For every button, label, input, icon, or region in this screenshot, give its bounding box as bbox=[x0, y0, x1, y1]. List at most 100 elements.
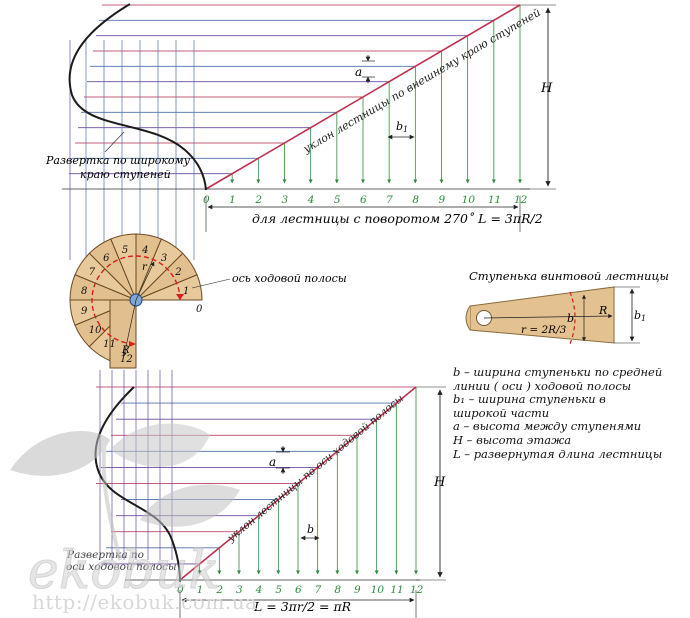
plan-step-number: 6 bbox=[103, 253, 110, 264]
bottom-step-number: 12 bbox=[410, 584, 424, 596]
bottom-step-number: 1 bbox=[197, 584, 204, 596]
legend-line: b – ширина ступеньки по средней bbox=[453, 365, 663, 379]
top-a-marker: a bbox=[355, 55, 375, 83]
top-step-number: 7 bbox=[386, 194, 393, 206]
radius-R-label: R bbox=[121, 345, 130, 356]
legend-line: линии ( оси ) ходовой полосы bbox=[453, 378, 632, 393]
bottom-a-marker: a bbox=[269, 446, 290, 474]
axis-arrow-icon bbox=[176, 294, 184, 300]
svg-text:b1: b1 bbox=[634, 309, 646, 323]
bottom-step-number: 11 bbox=[390, 584, 403, 596]
plan-step-number: 4 bbox=[141, 245, 148, 256]
radius-R-arrow bbox=[122, 299, 137, 357]
legend-line: широкой части bbox=[453, 405, 550, 420]
bottom-step-number: 3 bbox=[236, 584, 243, 596]
step-detail-drawing bbox=[465, 286, 640, 345]
top-step-number: 11 bbox=[488, 194, 501, 206]
bottom-step-number: 4 bbox=[255, 584, 263, 596]
bottom-h-label: H bbox=[433, 475, 446, 490]
legend-line: H – высота этажа bbox=[453, 432, 572, 447]
top-length-formula: для лестницы с поворотом 270˚ L = 3πR/2 bbox=[252, 211, 543, 226]
stair-landing bbox=[109, 299, 137, 369]
top-step-number: 9 bbox=[439, 194, 446, 206]
step-b-label: b bbox=[567, 312, 574, 325]
leaf-icon bbox=[10, 431, 110, 476]
top-step-number: 2 bbox=[254, 194, 262, 206]
bottom-a-label: a bbox=[269, 455, 276, 469]
watermark-brand: ekobuk bbox=[28, 541, 220, 601]
bottom-slope-label: уклон лестницы по оси ходовой полосы bbox=[225, 392, 406, 545]
legend-line: L – развернутая длина лестницы bbox=[453, 446, 663, 461]
bottom-step-number: 0 bbox=[177, 584, 184, 596]
top-b1-sub: 1 bbox=[403, 125, 408, 134]
bottom-step-number: 8 bbox=[334, 584, 341, 596]
step-R-label: R bbox=[598, 304, 607, 317]
top-step-number: 6 bbox=[360, 194, 367, 206]
bottom-step-number: 5 bbox=[275, 584, 282, 596]
legend: b – ширина ступеньки по средней линии ( … bbox=[453, 365, 683, 461]
bottom-step-number: 9 bbox=[354, 584, 361, 596]
top-h-label: H bbox=[540, 81, 553, 96]
plan-step-number: 3 bbox=[161, 253, 167, 264]
plan-step-number: 12 bbox=[120, 354, 133, 365]
leaf-icon bbox=[110, 423, 210, 467]
radius-r-label: r bbox=[142, 262, 148, 273]
bottom-b-label: b bbox=[307, 523, 314, 536]
bottom-step-number: 10 bbox=[371, 584, 385, 596]
plan-step-number: 2 bbox=[174, 267, 181, 278]
svg-text:b1: b1 bbox=[396, 120, 408, 134]
top-slope-label: уклон лестницы по внешнему краю ступеней bbox=[300, 6, 543, 156]
axis-arrow-icon bbox=[129, 341, 136, 347]
plan-step-number: 0 bbox=[196, 304, 203, 315]
radius-r-arrow bbox=[135, 261, 155, 301]
bottom-development-curve bbox=[94, 386, 181, 583]
bottom-step-number: 7 bbox=[315, 584, 322, 596]
top-step-number: 8 bbox=[412, 194, 419, 206]
plan-axis-label: ось ходовой полосы bbox=[232, 272, 347, 285]
step-r-formula: r = 2R/3 bbox=[521, 324, 567, 336]
plan-step-number: 1 bbox=[183, 286, 189, 297]
top-step-number: 5 bbox=[334, 194, 341, 206]
leaf-icon bbox=[140, 484, 240, 527]
top-step-number: 12 bbox=[514, 194, 528, 206]
top-step-number: 1 bbox=[229, 194, 236, 206]
plan-step-number: 9 bbox=[81, 306, 88, 317]
legend-line: a – высота между ступенями bbox=[453, 419, 642, 434]
top-development-grid bbox=[69, 4, 522, 260]
top-step-number: 0 bbox=[203, 194, 210, 206]
step-detail-title: Ступенька винтовой лестницы bbox=[469, 269, 669, 283]
bottom-dev-label-line2: оси ходовой полосы bbox=[66, 561, 177, 573]
bottom-step-number: 6 bbox=[295, 584, 302, 596]
bottom-length-formula: L = 3πr/2 = πR bbox=[253, 599, 351, 614]
bottom-b-marker: b bbox=[300, 523, 320, 541]
top-step-number: 10 bbox=[462, 194, 476, 206]
top-b1-label: b bbox=[396, 120, 403, 133]
plan-step-number: 8 bbox=[81, 286, 87, 297]
top-slope-line bbox=[205, 4, 521, 190]
top-a-label: a bbox=[355, 65, 362, 79]
step-b1-sub: 1 bbox=[641, 314, 646, 323]
top-dev-label-line1: Развертка по широкому bbox=[45, 154, 191, 167]
bottom-step-number: 2 bbox=[215, 584, 223, 596]
top-development-curve bbox=[68, 3, 207, 191]
top-dev-label-line2: краю ступеней bbox=[80, 168, 171, 181]
walking-axis bbox=[91, 255, 181, 345]
bottom-development-grid bbox=[96, 370, 418, 575]
plan-step-number: 5 bbox=[122, 245, 128, 256]
top-step-number: 4 bbox=[307, 194, 315, 206]
legend-line: b₁ – ширина ступеньки в bbox=[453, 392, 606, 407]
top-step-number: 3 bbox=[282, 194, 289, 206]
step-b1-label: b bbox=[634, 309, 641, 322]
plan-step-number: 11 bbox=[103, 339, 116, 350]
bottom-slope-line bbox=[179, 386, 417, 581]
bottom-dev-label-line1: Развертка по bbox=[66, 549, 144, 561]
watermark-logo: ekobuk bbox=[10, 423, 240, 602]
plan-step-number: 7 bbox=[89, 267, 96, 278]
plan-step-number: 10 bbox=[89, 325, 102, 336]
top-b1-marker: b1 bbox=[387, 120, 415, 140]
watermark-url: http://ekobuk.com.ua bbox=[32, 590, 258, 614]
